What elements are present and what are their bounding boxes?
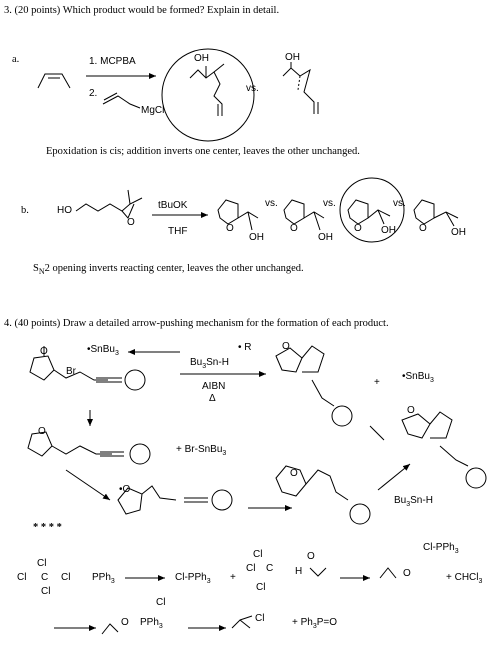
product-a1 (189, 63, 225, 116)
explanation-a: Epoxidation is cis; addition inverts one… (46, 146, 360, 157)
thf-product-1-o: O (226, 223, 234, 234)
r-radical: • R (238, 342, 252, 353)
ccl3-c: C (266, 563, 274, 574)
product-a2 (282, 62, 319, 114)
tin-hydride-2: Bu3Sn-H (394, 495, 433, 509)
product-chloride-cl: Cl (255, 613, 265, 624)
thf-product-2-oh: OH (318, 232, 333, 243)
tin-radical-2: •SnBu3 (402, 371, 434, 385)
thf-product-2-o: O (290, 223, 298, 234)
arrow-down-2 (65, 469, 111, 501)
tin-hydride-1: Bu3Sn-H (190, 357, 229, 371)
ccl4-cl-left: Cl (17, 572, 27, 583)
ccl4-cl-right: Cl (61, 572, 71, 583)
product-a1-oh: OH (194, 53, 209, 64)
circle-answer-b (339, 177, 405, 243)
start-ho: HO (57, 205, 72, 216)
oxyphosphonium-o: O (121, 617, 129, 628)
allyl-grignard (102, 92, 141, 109)
isopropyl-chloride (231, 615, 253, 629)
thf-product-4-oh: OH (451, 227, 466, 238)
solvent-thf: THF (168, 226, 188, 237)
bromide: Br (66, 366, 76, 377)
explanation-b: SN2 opening inverts reacting center, lea… (33, 263, 304, 277)
arrow-to-product-2 (377, 463, 411, 491)
q3-header: 3. (20 points) Which product would be fo… (4, 5, 280, 16)
alkoxide (379, 567, 397, 579)
reagent-step2: 2. (89, 88, 98, 99)
epoxy-alcohol (75, 189, 143, 219)
br-snbu3-byproduct: + Br-SnBu3 (176, 444, 227, 458)
q4-header: 4. (40 points) Draw a detailed arrow-pus… (4, 318, 389, 329)
epoxide-o: O (127, 217, 135, 228)
ccl3-cl-1: Cl (253, 549, 263, 560)
ccl3-cl-3: Cl (256, 582, 266, 593)
ring-opened-radical (275, 465, 371, 525)
bromo-ketone-start (29, 346, 146, 391)
thf-product-1 (217, 199, 259, 231)
base-tbuok: tBuOK (158, 200, 188, 211)
oxyphosphonium-backbone (101, 623, 119, 635)
thf-product-3-o: O (354, 223, 362, 234)
plus-appel: + (230, 572, 236, 583)
reagent-step1: 1. MCPBA (89, 56, 136, 67)
cyclopropoxy-radical (117, 485, 233, 515)
intermediate-ketone-o: O (38, 426, 46, 437)
vs-a: vs. (246, 83, 259, 94)
isopropanol (309, 567, 327, 577)
part-b-label: b. (21, 205, 29, 216)
part-a-label: a. (12, 54, 20, 65)
heat-delta: Δ (209, 393, 216, 404)
ccl3-cl-2: Cl (246, 563, 256, 574)
alcohol-o: O (307, 551, 315, 562)
ccl4-c: C (41, 572, 49, 583)
ccl4-cl-bottom: Cl (41, 586, 51, 597)
aibn: AIBN (202, 381, 226, 392)
thf-product-3 (347, 199, 391, 225)
separator-stars: * * * * (33, 522, 62, 533)
circle-answer-a (161, 48, 255, 142)
thf-product-2 (283, 199, 325, 231)
triphenylphosphine-oxide: + Ph3P=O (292, 617, 338, 631)
vs-b1: vs. (265, 198, 278, 209)
chcl3: + CHCl3 (446, 572, 483, 586)
chloride-anion: Cl (156, 597, 166, 608)
alcohol-h: H (295, 566, 303, 577)
product-ketone-o-2: O (407, 405, 415, 416)
vs-b2: vs. (323, 198, 336, 209)
arrow-side (369, 425, 385, 441)
cl-pph3-cation: Cl-PPh3 (175, 572, 211, 586)
bicyclic-product-2 (401, 411, 487, 489)
alkoxide-o: O (403, 568, 411, 579)
grignard-mgcl: MgCl (141, 105, 165, 116)
thf-product-4 (413, 199, 459, 227)
thf-product-1-oh: OH (249, 232, 264, 243)
alkyl-radical-intermediate (27, 431, 151, 465)
cis-butene (37, 73, 71, 89)
product-ketone-o-1: O (282, 341, 290, 352)
cl-pph3-cation-2: Cl-PPh3 (423, 542, 459, 556)
bicyclic-product-1 (275, 345, 353, 427)
ccl4-cl-top: Cl (37, 558, 47, 569)
tin-radical-1: •SnBu3 (87, 344, 119, 358)
oxyphosphonium-pph3: PPh3 (140, 617, 163, 631)
product-a2-oh: OH (285, 52, 300, 63)
thf-product-4-o: O (419, 223, 427, 234)
pph3: PPh3 (92, 572, 115, 586)
vs-b3: vs. (393, 198, 406, 209)
thf-product-3-oh: OH (381, 225, 396, 236)
plus-1: + (374, 377, 380, 388)
intermediate-ketone-o-2: O (290, 468, 298, 479)
